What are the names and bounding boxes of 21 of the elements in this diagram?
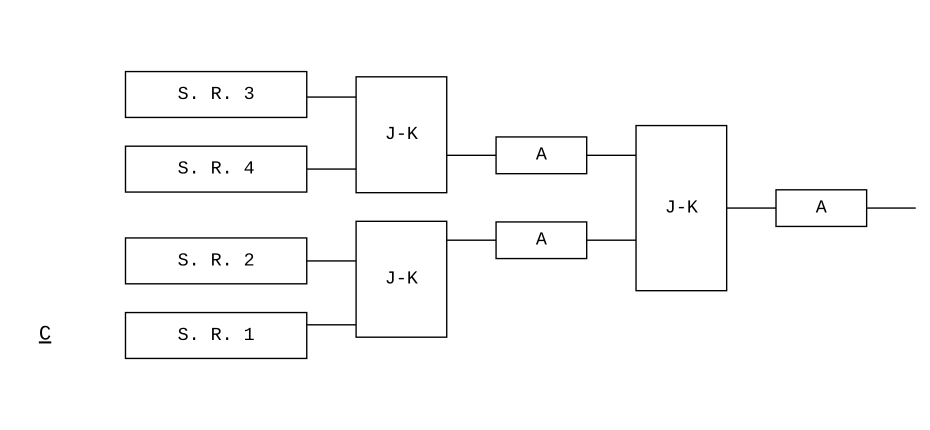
node-box: S. R. 4 [124, 145, 307, 193]
connector [446, 154, 496, 156]
node-box: S. R. 1 [124, 312, 307, 360]
node-box: J-K [354, 220, 447, 338]
connector [726, 207, 776, 209]
connector [866, 207, 916, 209]
node-box: A [774, 189, 867, 228]
node-box: J-K [354, 76, 447, 194]
node-box: A [494, 221, 587, 260]
node-box: J-K [634, 124, 727, 292]
label: C [38, 323, 51, 346]
connector [306, 260, 356, 262]
node-box: S. R. 2 [124, 237, 307, 285]
connector [306, 168, 356, 170]
node-box: S. R. 3 [124, 70, 307, 118]
connector [446, 240, 496, 241]
connector [306, 96, 356, 98]
node-box: A [494, 136, 587, 174]
connector [586, 240, 636, 241]
connector [586, 154, 636, 156]
connector [306, 324, 356, 326]
